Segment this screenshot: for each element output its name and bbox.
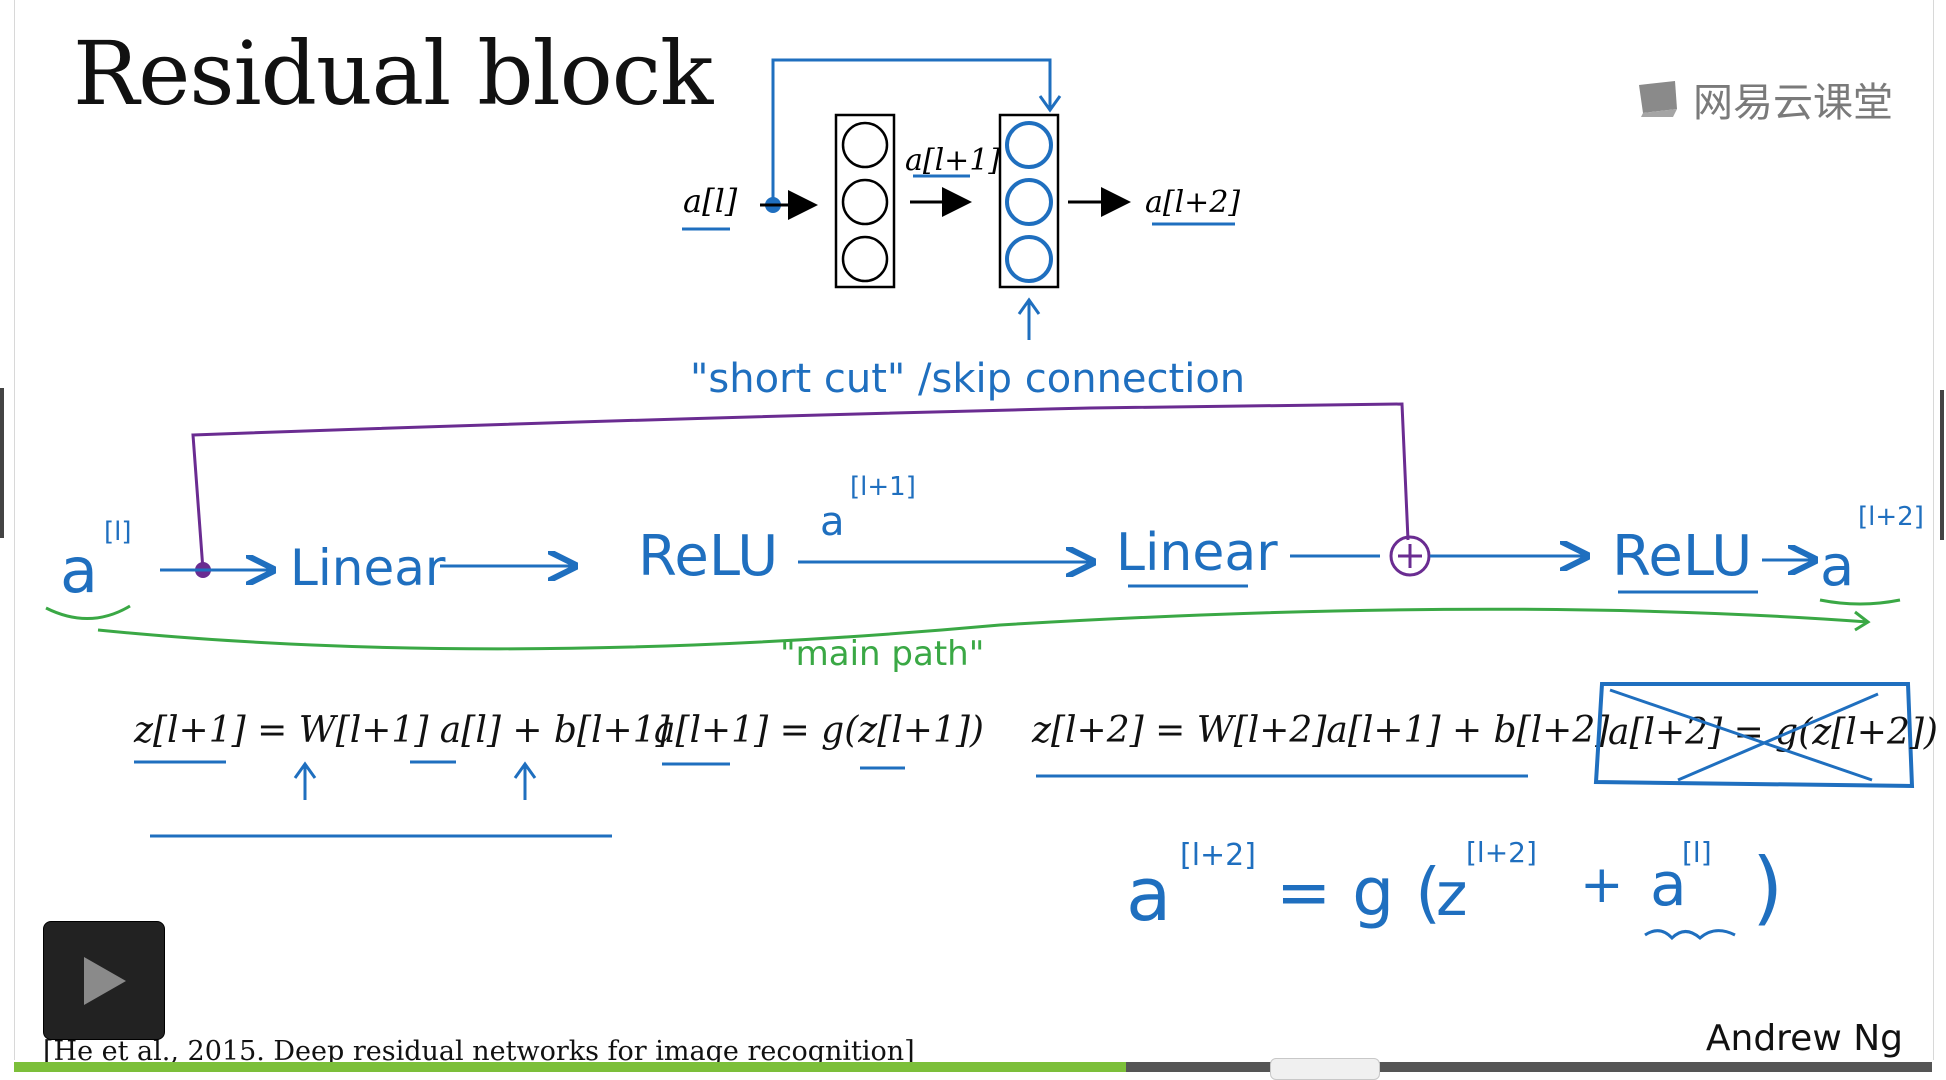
svg-text:[l+2]: [l+2] bbox=[1180, 838, 1256, 873]
equation-linear-2: z[l+2] = W[l+2]a[l+1] + b[l+2] bbox=[1031, 710, 1610, 751]
residual-equation: a [l+2] = g ( z [l+2] + a [l] ) bbox=[1126, 836, 1783, 941]
up-arrow bbox=[1017, 297, 1041, 340]
left-edge-marker bbox=[0, 388, 4, 538]
svg-text:z: z bbox=[1436, 860, 1468, 930]
skip-arc bbox=[771, 58, 1062, 205]
neuron bbox=[1005, 121, 1053, 169]
neuron bbox=[841, 121, 889, 169]
svg-text:): ) bbox=[1752, 841, 1783, 934]
right-edge-marker bbox=[1940, 390, 1944, 540]
main-path-caption: "main path" bbox=[780, 634, 984, 674]
equation-linear-1: z[l+1] = W[l+1] a[l] + b[l+1] bbox=[133, 710, 671, 751]
neuron bbox=[1005, 235, 1053, 283]
course-logo: 网易云课堂 bbox=[1635, 70, 1893, 128]
author-name: Andrew Ng bbox=[1705, 1018, 1903, 1059]
skip-connection-line bbox=[191, 402, 1410, 571]
step-linear-2: Linear bbox=[1116, 523, 1278, 583]
step-relu-1: ReLU bbox=[638, 524, 778, 589]
input-label: a[l] bbox=[683, 182, 738, 220]
logo-icon bbox=[1639, 81, 1677, 117]
main-output-sup: [l+2] bbox=[1858, 502, 1924, 532]
progress-fill bbox=[14, 1062, 1127, 1072]
slide: Residual block 网易云课堂 Andrew Ng [He et al… bbox=[14, 0, 1934, 1067]
svg-text:[l+2]: [l+2] bbox=[1466, 836, 1537, 869]
progress-handle[interactable] bbox=[1270, 1058, 1381, 1080]
main-output: a bbox=[1820, 534, 1854, 599]
play-button[interactable] bbox=[43, 921, 165, 1040]
neuron bbox=[841, 178, 889, 226]
middle-label: a[l+1] bbox=[905, 143, 1000, 178]
step-relu-2: ReLU bbox=[1612, 524, 1752, 589]
svg-text:a: a bbox=[1126, 852, 1171, 938]
main-input-sup: [l] bbox=[104, 517, 132, 547]
add-node bbox=[1389, 535, 1431, 577]
play-icon bbox=[84, 956, 126, 1005]
neuron bbox=[841, 235, 889, 283]
logo-text: 网易云课堂 bbox=[1693, 80, 1893, 126]
svg-text:a: a bbox=[1650, 850, 1687, 920]
slide-title: Residual block bbox=[73, 22, 713, 125]
layer-1-box bbox=[834, 113, 896, 289]
layer-2-box bbox=[998, 113, 1060, 289]
step-linear-1: Linear bbox=[290, 539, 446, 597]
mid-activation: a bbox=[820, 499, 845, 545]
equation-act-1: a[l+1] = g(z[l+1]) bbox=[654, 710, 984, 751]
citation: [He et al., 2015. Deep residual networks… bbox=[43, 1036, 915, 1067]
svg-text:= g (: = g ( bbox=[1276, 854, 1441, 931]
svg-text:+: + bbox=[1580, 855, 1624, 915]
crossed-equation-box: a[l+2] = g(z[l+2]) bbox=[1593, 682, 1938, 789]
mid-activation-sup: [l+1] bbox=[850, 472, 916, 502]
progress-bar[interactable] bbox=[14, 1062, 1932, 1072]
neuron bbox=[1005, 178, 1053, 226]
main-input: a bbox=[60, 534, 98, 607]
main-path-line bbox=[97, 607, 1871, 651]
svg-text:[l]: [l] bbox=[1682, 836, 1712, 869]
skip-caption: "short cut" /skip connection bbox=[690, 356, 1245, 402]
output-label: a[l+2] bbox=[1145, 185, 1240, 220]
